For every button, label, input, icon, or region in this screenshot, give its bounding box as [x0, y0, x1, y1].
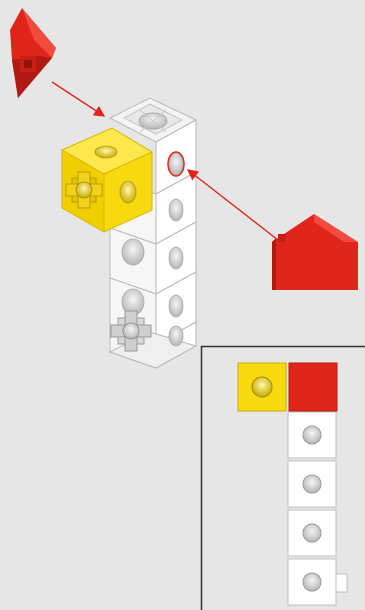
red-roof-large: [272, 214, 358, 290]
red-ellipse-marker: [167, 151, 185, 177]
white-cube-bottom: [108, 310, 198, 369]
white-cube-top: [108, 97, 198, 195]
white-cube-3: [109, 221, 197, 295]
yellow-cube: [60, 127, 154, 233]
inset-side-tab: [335, 573, 348, 593]
inset-white-cube-1: [287, 411, 337, 459]
arrow-small-roof: [51, 81, 106, 117]
top-view-inset: [200, 345, 365, 610]
red-roof-small: [10, 8, 56, 98]
arrow-large-roof: [186, 169, 279, 241]
inset-red-piece: [288, 362, 338, 412]
inset-white-cube-2: [287, 460, 337, 508]
inset-yellow-cube: [237, 362, 287, 412]
inset-frame: [200, 345, 365, 610]
inset-white-cube-4: [287, 558, 348, 606]
inset-white-cube-3: [287, 509, 337, 557]
